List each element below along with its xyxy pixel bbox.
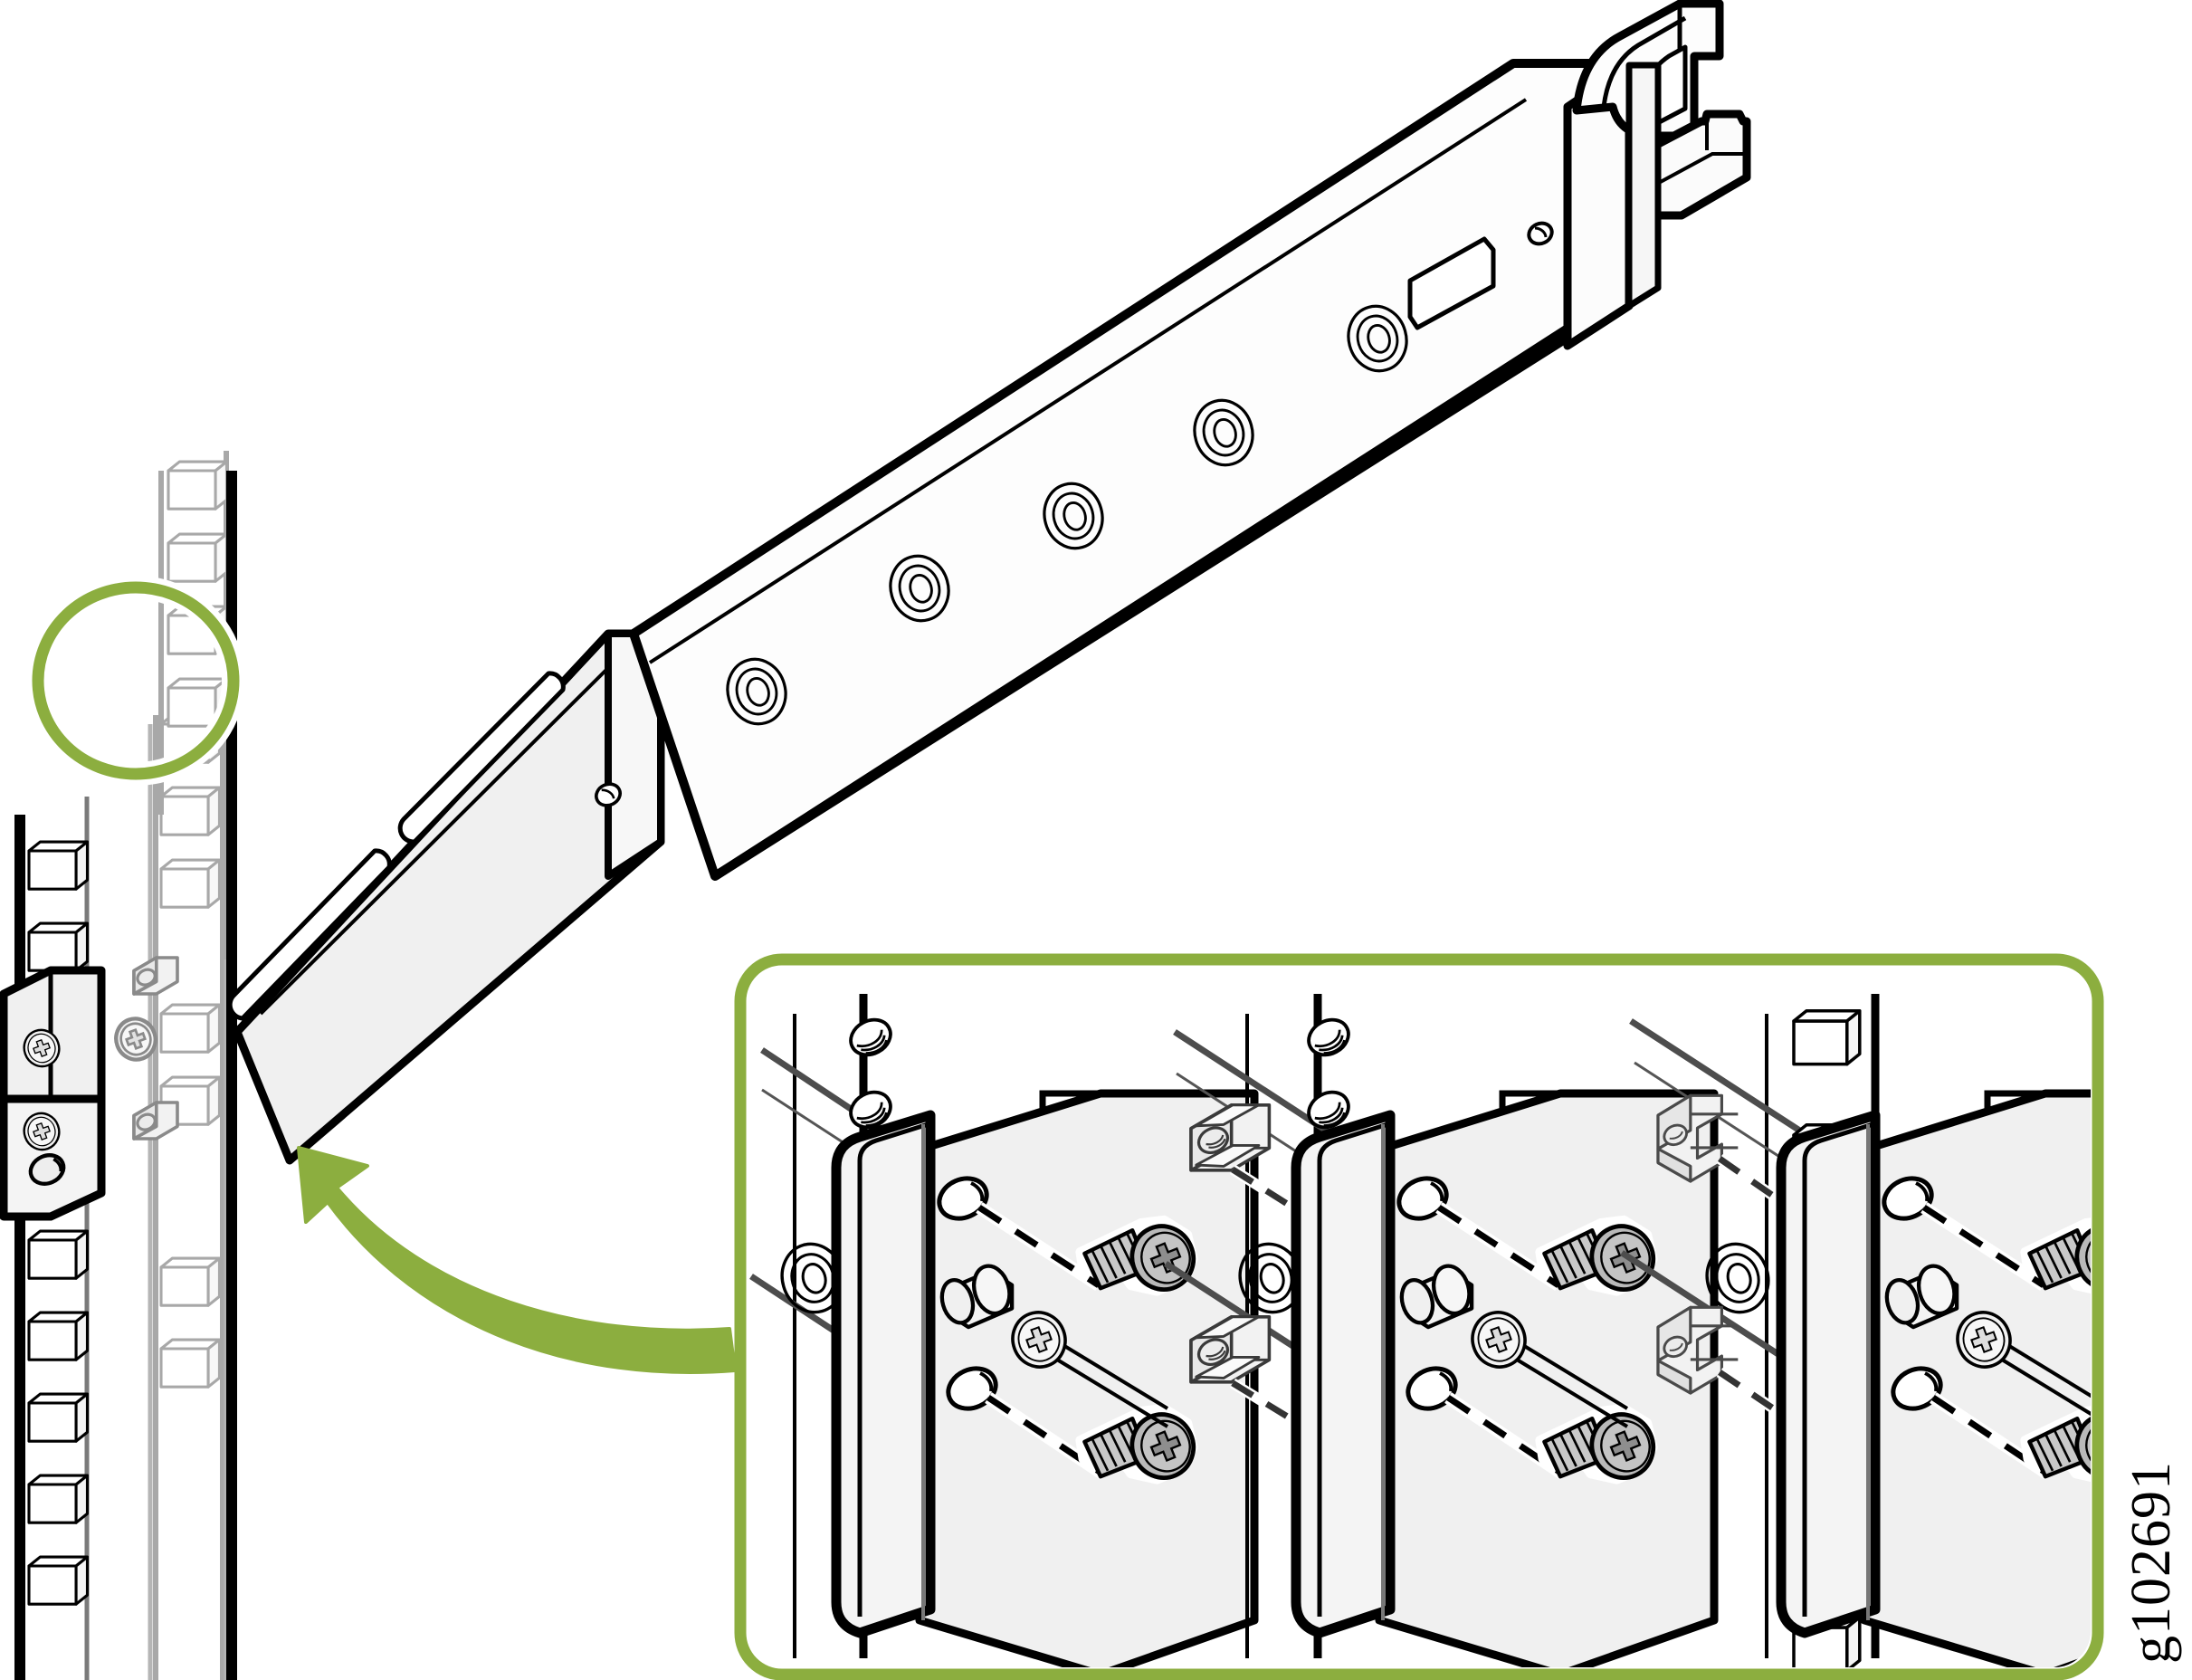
detail-highlight-circle <box>26 576 245 786</box>
highlight-screw-head <box>114 1017 157 1062</box>
mounting-hardware-detail-panel <box>734 953 2104 1680</box>
front-bracket-hole <box>28 1153 66 1186</box>
highlight-cage-nut-lower <box>132 1101 179 1141</box>
highlighted-rail-hardware <box>114 956 179 1141</box>
highlight-cage-nut-upper <box>132 956 179 996</box>
rack-mounting-rail <box>227 0 1751 1165</box>
rail-rear-mounting-bracket <box>1563 0 1751 350</box>
panel-square-hole-with-cage-nut <box>1164 994 1714 1675</box>
rail-small-hole <box>1527 221 1554 246</box>
panel1-rail-bracket <box>836 1093 1254 1675</box>
panel2-rail-bracket <box>1296 1093 1714 1675</box>
panel-threaded-hole-rack <box>749 994 1254 1675</box>
detail-pointer-arrow <box>297 1146 737 1374</box>
front-rack-post <box>14 797 90 1680</box>
rear-rack-post <box>153 688 225 1680</box>
front-mounting-bracket <box>0 966 106 1221</box>
rail-rectangular-window <box>1407 236 1496 330</box>
rail-sleeve-hole <box>595 782 622 807</box>
figure-id-label: g102691 <box>2121 1461 2182 1664</box>
panel-square-hole-with-clip-nut <box>1620 994 2091 1667</box>
rack-rail-assembly <box>0 0 1751 1680</box>
rear-post-hole-column <box>159 713 222 1389</box>
rail-adjustment-slots <box>227 671 566 1021</box>
